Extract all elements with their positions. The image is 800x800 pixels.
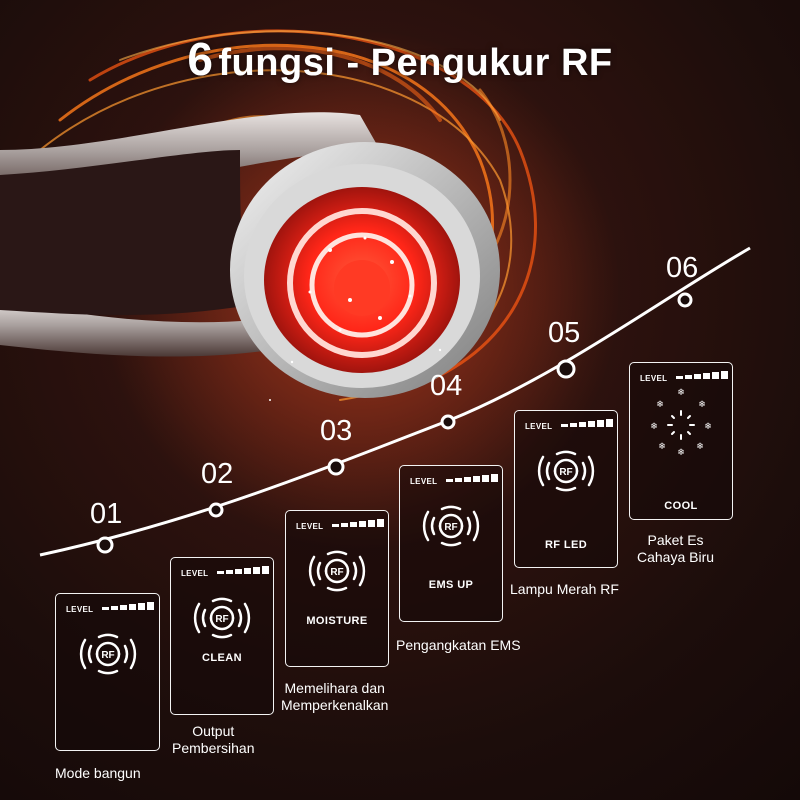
rf-label: RF [101,650,114,661]
caption-4: Pengangkatan EMS [396,637,521,654]
title-text: fungsi - Pengukur RF [218,42,613,84]
level-label: LEVEL [66,605,94,614]
snowflake-icon: ❄ ❄ ❄ ❄ ❄ ❄ ❄ ❄ [650,388,712,457]
caption-1-line1: Mode bangun [55,765,141,781]
mode-label-clean: CLEAN [202,652,242,664]
caption-2-line2: Pembersihan [172,740,255,756]
mode-panel-2: LEVEL RF CLEAN [170,557,274,715]
svg-text:❄: ❄ [650,422,658,432]
level-label: LEVEL [640,374,668,383]
level-indicator [676,371,728,379]
page-title: 6 fungsi - Pengukur RF [0,32,800,86]
step-marker-2 [208,502,224,518]
level-label: LEVEL [410,477,438,486]
rf-label: RF [444,522,457,533]
rf-label: RF [559,467,572,478]
step-marker-1 [96,536,114,554]
svg-text:❄: ❄ [677,448,685,457]
caption-6-line2: Cahaya Biru [637,549,715,565]
svg-text:❄: ❄ [677,388,685,398]
caption-5: Lampu Merah RF [510,581,619,598]
caption-4-line1: Pengangkatan EMS [396,637,521,653]
mode-label-cool: COOL [664,500,698,512]
step-marker-6 [677,292,693,308]
caption-6-line1: Paket Es [647,532,704,548]
step-number-3: 03 [320,415,353,447]
rf-label: RF [330,567,343,578]
device-head [230,142,500,398]
mode-panel-4: LEVEL RF EMS UP [399,465,503,622]
mode-panel-3: LEVEL RF MOISTURE [285,510,389,667]
rf-waves-icon: RF [308,550,366,592]
caption-1: Mode bangun [55,765,141,782]
svg-text:❄: ❄ [696,442,704,452]
level-label: LEVEL [296,522,324,531]
caption-2-line1: Output [192,723,235,739]
curve-markers [96,292,693,554]
step-number-6: 06 [666,252,699,284]
level-indicator [561,419,613,427]
mode-label-ems-up: EMS UP [428,579,474,591]
sparkles [269,236,461,401]
rf-waves-icon: RF [537,450,595,492]
step-marker-4 [440,414,456,430]
rf-waves-icon: RF [193,597,251,639]
mode-panel-5: LEVEL RF RF LED [514,410,618,568]
svg-text:❄: ❄ [658,442,666,452]
mode-panel-6: LEVEL ❄ ❄ ❄ ❄ ❄ ❄ ❄ ❄ COOL [629,362,733,520]
level-indicator [446,474,498,482]
caption-3: Memelihara dan Memperkenalkan [281,680,388,714]
mode-label-moisture: MOISTURE [306,615,368,627]
step-number-5: 05 [548,317,581,349]
caption-6: Paket Es Cahaya Biru [637,532,714,566]
svg-text:❄: ❄ [656,400,664,410]
step-marker-3 [327,458,345,476]
rf-waves-icon: RF [422,505,480,547]
caption-3-line1: Memelihara dan [284,680,385,696]
caption-3-line2: Memperkenalkan [281,697,389,713]
step-marker-5 [556,359,576,379]
caption-5-line1: Lampu Merah RF [510,581,619,597]
svg-text:❄: ❄ [698,400,706,410]
step-number-2: 02 [201,458,234,490]
caption-2: Output Pembersihan [172,723,255,757]
device-handle [0,112,380,357]
svg-text:❄: ❄ [704,422,712,432]
level-indicator [332,519,384,527]
level-indicator [102,602,154,610]
level-label: LEVEL [181,569,209,578]
rf-waves-icon: RF [79,633,136,675]
step-number-4: 04 [430,370,463,402]
level-indicator [217,566,269,574]
rf-label: RF [215,614,228,625]
mode-label-rf-led: RF LED [544,539,588,551]
title-number: 6 [187,33,214,85]
level-label: LEVEL [525,422,553,431]
mode-panel-1: LEVEL RF [55,593,160,751]
step-number-1: 01 [90,498,123,530]
